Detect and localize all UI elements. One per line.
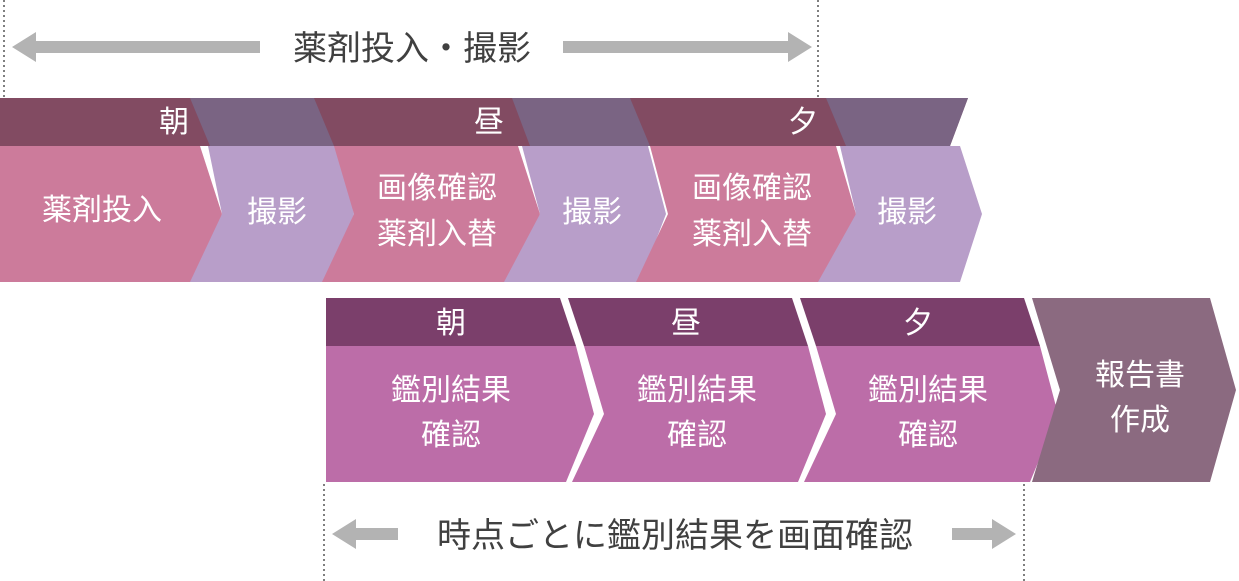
row2-noon-time: 昼 xyxy=(671,306,701,341)
row1-evening-step-a-line2: 薬剤入替 xyxy=(692,217,812,252)
row2-noon-header xyxy=(568,298,808,346)
row1-morning-step-b xyxy=(190,146,354,282)
row1-morning-step-b-label: 撮影 xyxy=(247,195,307,230)
bottom-range-indicator: 時点ごとに鑑別結果を画面確認 xyxy=(323,484,1025,581)
row1-morning-time: 朝 xyxy=(159,105,189,140)
row2-evening-line1: 鑑別結果 xyxy=(868,373,988,408)
row2-noon-line1: 鑑別結果 xyxy=(637,373,757,408)
row2-morning-time: 朝 xyxy=(436,306,466,341)
double-arrow-icon xyxy=(332,519,1016,549)
row1-evening-header-overlay xyxy=(826,98,968,146)
row2-evening-header xyxy=(800,298,1040,346)
row2-morning-line2: 確認 xyxy=(421,418,481,453)
row2-schedule: 朝 鑑別結果 確認 昼 鑑別結果 確認 夕 鑑別結果 確認 報告書 作成 xyxy=(326,298,1236,482)
row2-noon-line2: 確認 xyxy=(667,418,727,453)
bottom-range-label: 時点ごとに鑑別結果を画面確認 xyxy=(437,516,913,556)
row1-evening-block: 夕 画像確認 薬剤入替 撮影 xyxy=(630,98,982,282)
row2-report-line1: 報告書 xyxy=(1095,358,1185,393)
row2-morning-header xyxy=(326,298,576,346)
row1-evening-step-a xyxy=(636,146,856,282)
row2-noon-block: 昼 鑑別結果 確認 xyxy=(568,298,826,482)
row2-morning-line1: 鑑別結果 xyxy=(391,373,511,408)
top-range-indicator: 薬剤投入・撮影 xyxy=(3,0,819,98)
row2-report-line2: 作成 xyxy=(1110,403,1170,438)
row1-noon-header-overlay xyxy=(512,98,650,146)
double-arrow-icon xyxy=(12,32,812,62)
row1-noon-step-a-line1: 画像確認 xyxy=(377,171,497,206)
row1-evening-step-b-label: 撮影 xyxy=(877,195,937,230)
row1-evening-time: 夕 xyxy=(788,105,818,140)
row1-noon-step-a xyxy=(322,146,540,282)
row2-report-body xyxy=(1032,298,1236,482)
row1-morning-header-overlay xyxy=(190,98,338,146)
row2-evening-block: 夕 鑑別結果 確認 xyxy=(800,298,1058,482)
row1-morning-block: 朝 薬剤投入 撮影 xyxy=(0,98,354,282)
top-range-label: 薬剤投入・撮影 xyxy=(293,29,531,69)
row2-morning-block: 朝 鑑別結果 確認 xyxy=(326,298,594,482)
row1-morning-step-a xyxy=(0,146,222,282)
row1-noon-step-a-line2: 薬剤入替 xyxy=(377,217,497,252)
row2-evening-time: 夕 xyxy=(903,306,933,341)
row1-noon-time: 昼 xyxy=(474,105,504,140)
row1-evening-step-a-line1: 画像確認 xyxy=(692,171,812,206)
row1-noon-step-b xyxy=(504,146,666,282)
row2-evening-line2: 確認 xyxy=(898,418,958,453)
row2-noon-body xyxy=(572,346,826,482)
row1-morning-step-a-label: 薬剤投入 xyxy=(42,193,162,228)
row2-report-block: 報告書 作成 xyxy=(1032,298,1236,482)
row1-evening-step-b xyxy=(818,146,982,282)
row1-noon-block: 昼 画像確認 薬剤入替 撮影 xyxy=(314,98,666,282)
row1-schedule: 朝 薬剤投入 撮影 昼 画像確認 薬剤入替 撮影 夕 画像確認 薬剤入替 撮影 xyxy=(0,98,982,282)
row1-noon-step-b-label: 撮影 xyxy=(562,195,622,230)
row2-morning-body xyxy=(326,346,594,482)
row2-evening-body xyxy=(804,346,1058,482)
